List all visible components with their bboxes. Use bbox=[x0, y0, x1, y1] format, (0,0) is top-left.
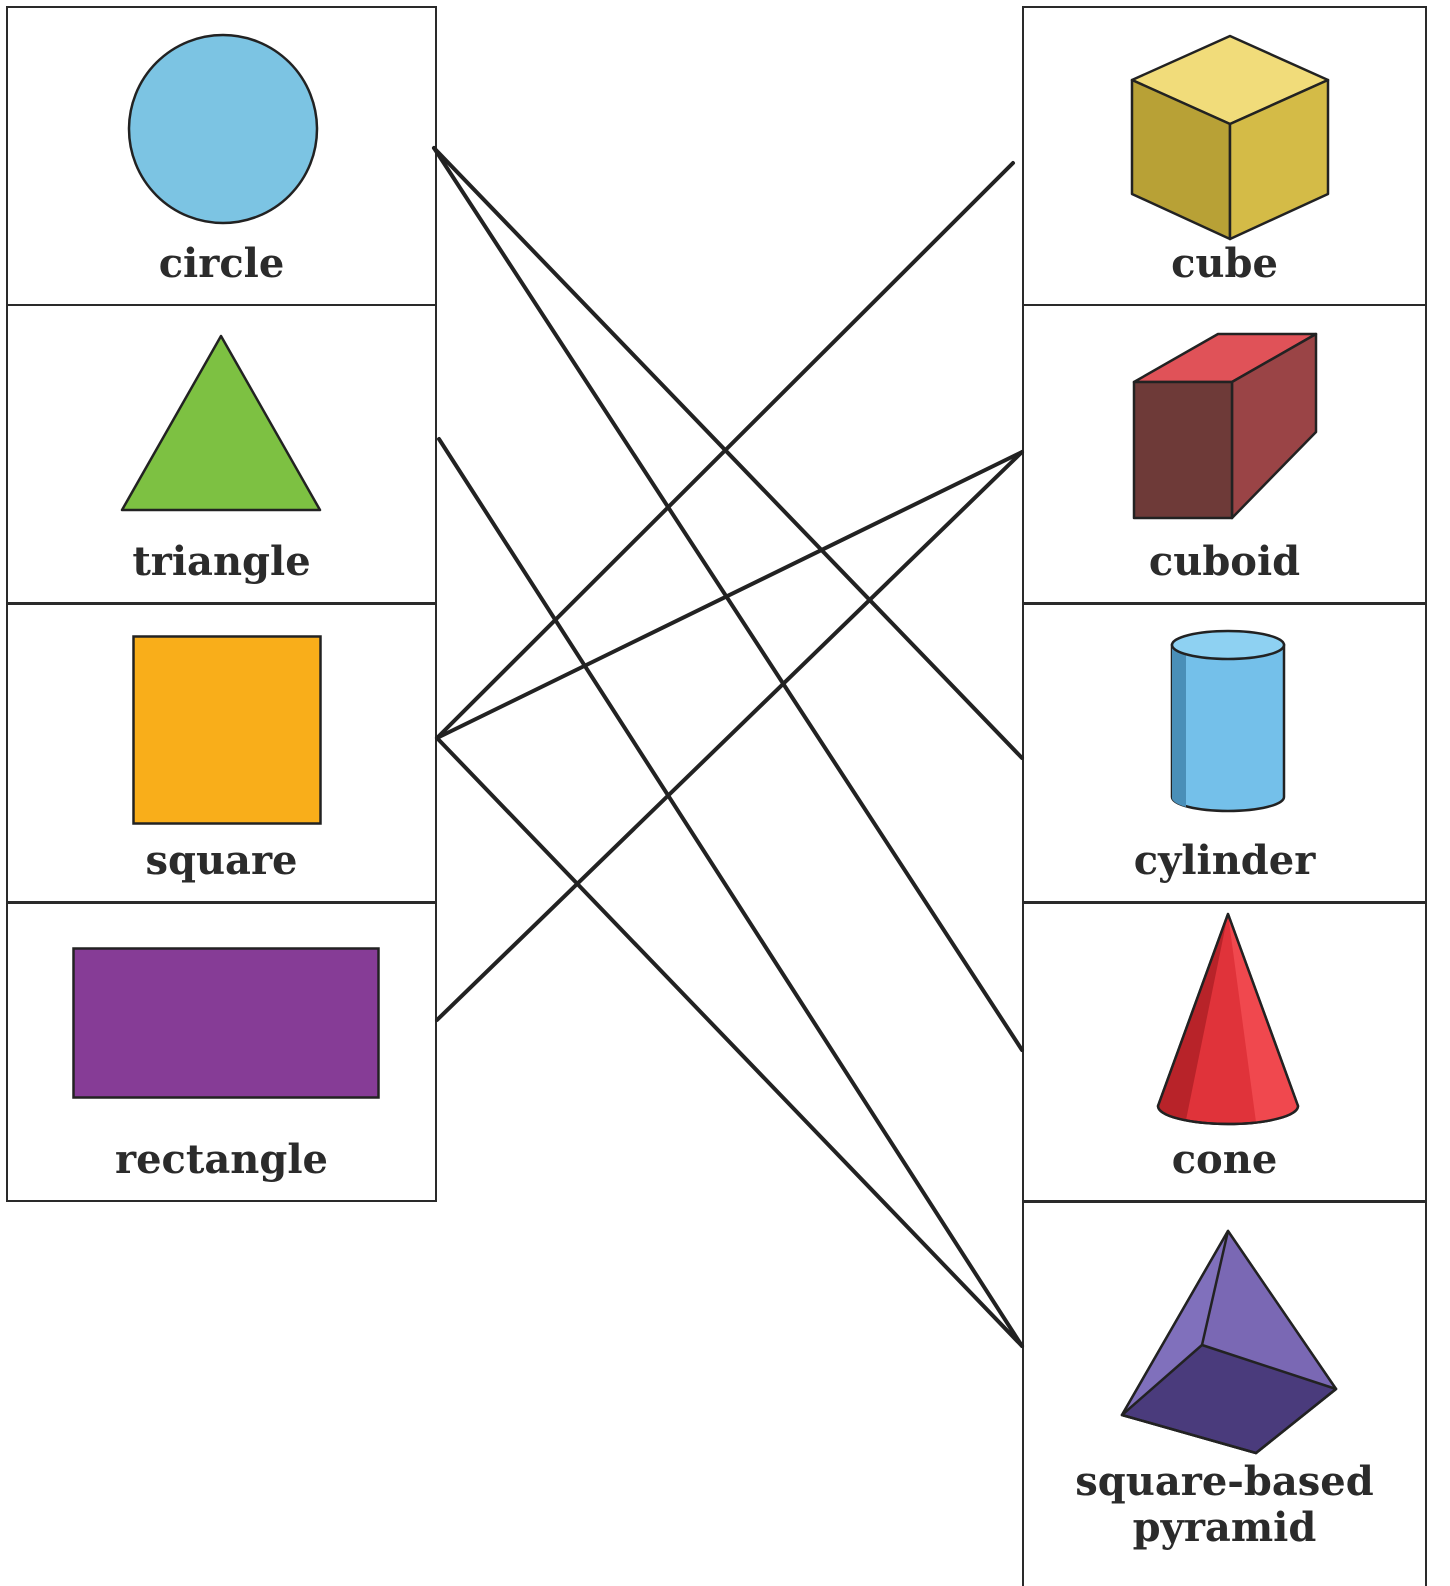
line-triangle-cone bbox=[437, 437, 1024, 1348]
card-cuboid[interactable]: cuboid bbox=[1022, 304, 1427, 604]
cylinder-icon bbox=[1170, 629, 1286, 813]
line-square-pyramid bbox=[435, 736, 1024, 1348]
label-cone: cone bbox=[1171, 1136, 1278, 1183]
card-cylinder[interactable]: cylinder bbox=[1022, 603, 1427, 903]
line-circle-pyramid bbox=[432, 146, 1024, 1052]
cuboid-icon bbox=[1132, 332, 1318, 520]
label-rectangle: rectangle bbox=[115, 1136, 328, 1183]
card-square[interactable]: square bbox=[6, 603, 437, 903]
label-cuboid: cuboid bbox=[1148, 538, 1301, 585]
circle-icon bbox=[127, 33, 319, 225]
card-square-based-pyramid[interactable]: square-based pyramid bbox=[1022, 1201, 1427, 1586]
label-triangle: triangle bbox=[132, 538, 311, 585]
label-circle: circle bbox=[158, 240, 285, 287]
card-triangle[interactable]: triangle bbox=[6, 304, 437, 604]
rectangle-icon bbox=[72, 947, 380, 1099]
label-cylinder: cylinder bbox=[1133, 837, 1316, 884]
cone-icon bbox=[1156, 912, 1300, 1126]
line-square-cuboid bbox=[435, 450, 1024, 740]
card-cube[interactable]: cube bbox=[1022, 6, 1427, 306]
label-square-based-pyramid-line2: pyramid bbox=[1132, 1504, 1317, 1551]
label-cube: cube bbox=[1171, 240, 1278, 287]
square-icon bbox=[132, 635, 322, 825]
cube-icon bbox=[1130, 34, 1330, 241]
card-cone[interactable]: cone bbox=[1022, 902, 1427, 1202]
pyramid-icon bbox=[1120, 1229, 1338, 1455]
card-circle[interactable]: circle bbox=[6, 6, 437, 306]
line-circle-cylinder bbox=[432, 146, 1024, 760]
label-square-based-pyramid-line1: square-based bbox=[1075, 1458, 1374, 1505]
line-rectangle-cuboid bbox=[435, 450, 1024, 1022]
label-square: square bbox=[145, 837, 298, 884]
line-square-cube bbox=[435, 161, 1015, 740]
card-rectangle[interactable]: rectangle bbox=[6, 902, 437, 1202]
triangle-icon bbox=[120, 334, 322, 512]
